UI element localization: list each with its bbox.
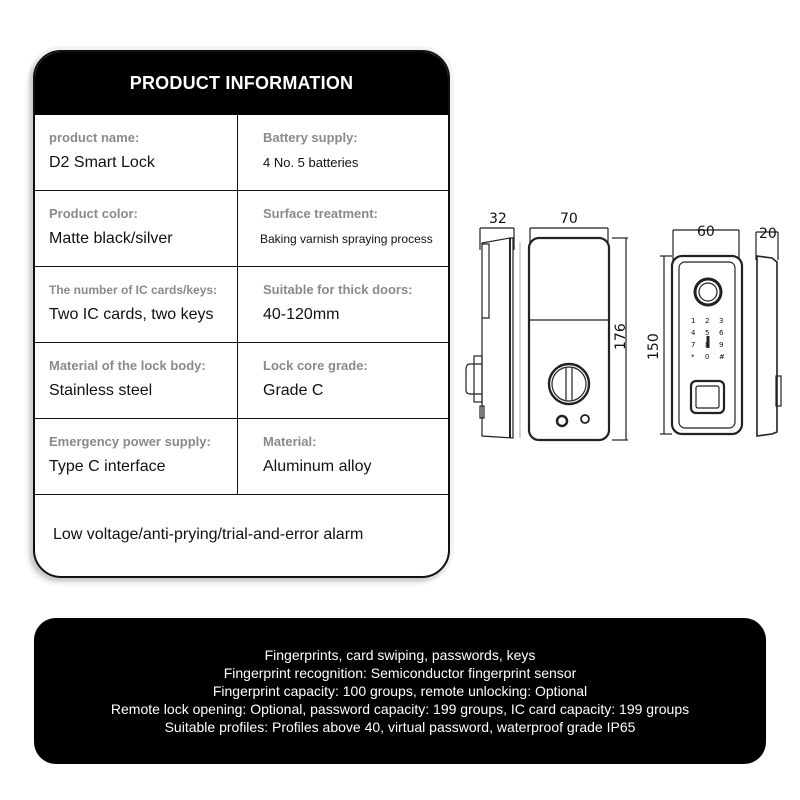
dimension-front-height: 150 bbox=[646, 333, 662, 360]
spec-table: product name: D2 Smart Lock Battery supp… bbox=[35, 115, 448, 495]
spec-cell-lock-body-material: Material of the lock body: Stainless ste… bbox=[35, 343, 238, 419]
spec-label: Battery supply: bbox=[263, 130, 358, 145]
spec-label: product name: bbox=[49, 130, 140, 145]
spec-value: Baking varnish spraying process bbox=[260, 232, 433, 246]
card-title: PRODUCT INFORMATION bbox=[35, 52, 448, 115]
feature-line: Fingerprint recognition: Semiconductor f… bbox=[223, 665, 577, 681]
keypad-key: 3 bbox=[719, 317, 723, 325]
spec-cell-emergency-power: Emergency power supply: Type C interface bbox=[35, 419, 238, 495]
spec-cell-surface-treatment: Surface treatment: Baking varnish sprayi… bbox=[238, 191, 448, 267]
back-lock-front-view bbox=[527, 227, 628, 442]
feature-line: Fingerprints, card swiping, passwords, k… bbox=[264, 647, 536, 663]
keypad-key: 6 bbox=[719, 329, 724, 337]
dimension-back-width: 70 bbox=[560, 211, 578, 227]
spec-value: Grade C bbox=[263, 382, 324, 399]
spec-value: Type C interface bbox=[49, 458, 166, 475]
keypad-key: 1 bbox=[691, 317, 695, 325]
spec-value: Stainless steel bbox=[49, 382, 153, 399]
dimension-back-height: 176 bbox=[613, 323, 629, 350]
spec-value: Aluminum alloy bbox=[263, 458, 372, 475]
keypad-key: * bbox=[691, 353, 695, 361]
dimension-front-depth: 20 bbox=[759, 226, 777, 242]
spec-label: Lock core grade: bbox=[263, 358, 368, 373]
feature-line: Suitable profiles: Profiles above 40, vi… bbox=[164, 719, 636, 735]
spec-label: Material: bbox=[263, 434, 317, 449]
spec-value: D2 Smart Lock bbox=[49, 154, 155, 171]
spec-label: Emergency power supply: bbox=[49, 434, 211, 449]
spec-cell-door-thickness: Suitable for thick doors: 40-120mm bbox=[238, 267, 448, 343]
spec-value: 40-120mm bbox=[263, 306, 340, 323]
keypad: 1 2 3 4 5 6 7 8 9 * 0 # bbox=[691, 317, 725, 361]
spec-label: Material of the lock body: bbox=[49, 358, 206, 373]
features-panel: Fingerprints, card swiping, passwords, k… bbox=[34, 618, 766, 764]
keypad-key: 2 bbox=[705, 317, 709, 325]
alarm-features: Low voltage/anti-prying/trial-and-error … bbox=[53, 526, 364, 543]
lock-dimension-drawings: 1 2 3 4 5 6 7 8 9 * 0 # 32 70 176 60 150… bbox=[460, 200, 800, 460]
keypad-key: 4 bbox=[691, 329, 696, 337]
keypad-key: # bbox=[719, 353, 725, 361]
front-lock-side-view bbox=[755, 231, 782, 437]
spec-cell-product-name: product name: D2 Smart Lock bbox=[35, 115, 238, 191]
spec-cell-lock-core-grade: Lock core grade: Grade C bbox=[238, 343, 448, 419]
dimension-front-width: 60 bbox=[697, 224, 715, 240]
keypad-key: 7 bbox=[691, 341, 695, 349]
front-lock-front-view bbox=[660, 229, 744, 436]
keypad-key: 0 bbox=[705, 353, 709, 361]
spec-label: Product color: bbox=[49, 206, 138, 221]
back-lock-side-view bbox=[465, 227, 521, 439]
lock-drawing-svg: 1 2 3 4 5 6 7 8 9 * 0 # 32 70 176 60 150… bbox=[465, 211, 782, 442]
feature-line: Fingerprint capacity: 100 groups, remote… bbox=[212, 683, 588, 699]
spec-cell-material: Material: Aluminum alloy bbox=[238, 419, 448, 495]
spec-value: Matte black/silver bbox=[49, 230, 173, 247]
product-info-card: PRODUCT INFORMATION product name: D2 Sma… bbox=[33, 50, 450, 578]
spec-cell-battery-supply: Battery supply: 4 No. 5 batteries bbox=[238, 115, 448, 191]
spec-value: Two IC cards, two keys bbox=[49, 306, 214, 323]
spec-label: The number of IC cards/keys: bbox=[49, 283, 218, 297]
spec-value: 4 No. 5 batteries bbox=[263, 155, 359, 170]
feature-line: Remote lock opening: Optional, password … bbox=[110, 701, 690, 717]
spec-label: Surface treatment: bbox=[263, 206, 378, 221]
spec-cell-ic-cards-keys: The number of IC cards/keys: Two IC card… bbox=[35, 267, 238, 343]
dimension-back-depth: 32 bbox=[489, 211, 507, 227]
keypad-key: 9 bbox=[719, 341, 723, 349]
spec-label: Suitable for thick doors: bbox=[263, 282, 413, 297]
keypad-center-mark bbox=[706, 336, 710, 348]
spec-cell-product-color: Product color: Matte black/silver bbox=[35, 191, 238, 267]
keypad-key: 5 bbox=[705, 329, 709, 337]
